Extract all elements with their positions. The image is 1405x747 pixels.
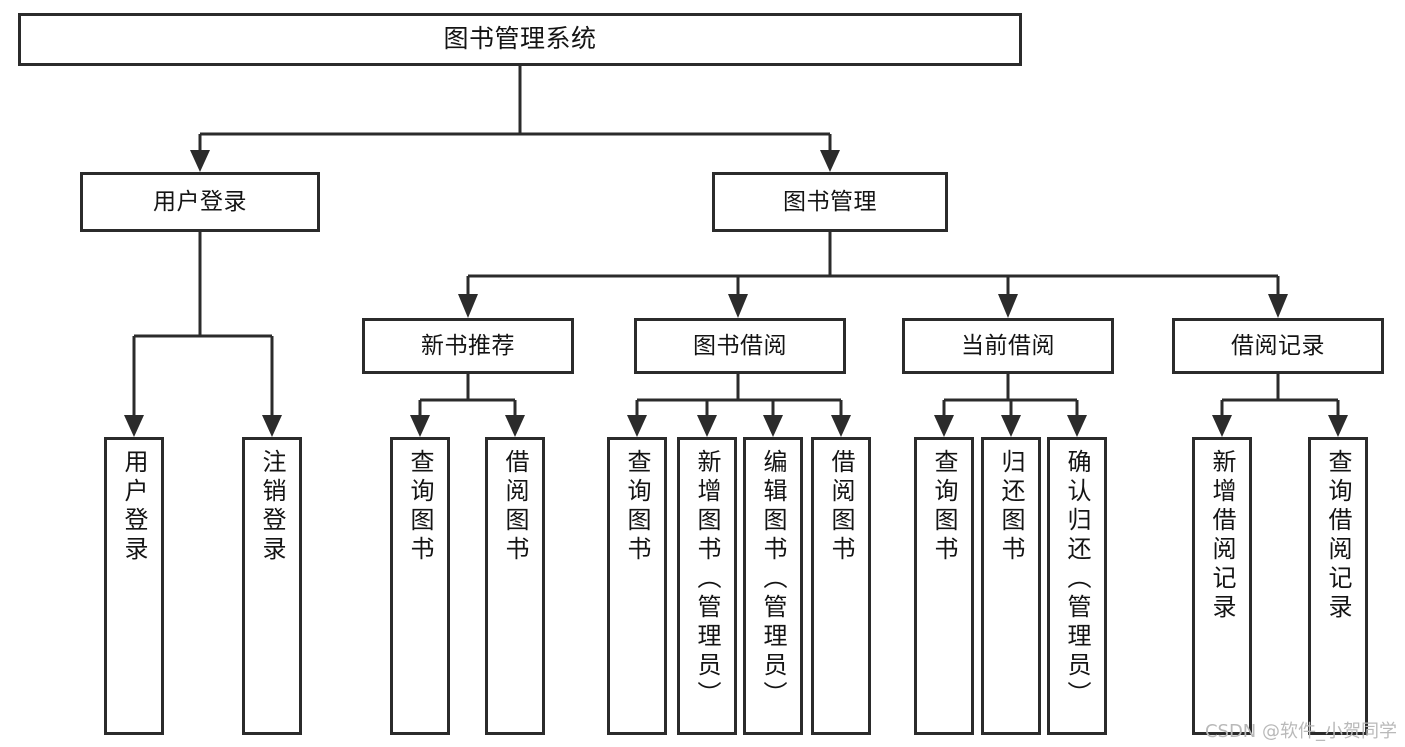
node-label: 借阅记录 [1231, 332, 1325, 359]
node-label: 借阅图书 [501, 449, 529, 565]
watermark-text: CSDN @软件_小贺同学 [1204, 721, 1397, 742]
arrow-newbook-leaf-2 [505, 415, 525, 437]
arrow-userlogin-leaf-1 [124, 415, 144, 437]
leaf-new-book-borrow[interactable]: 借阅图书 [485, 437, 545, 735]
node-label: 图书管理 [783, 188, 877, 215]
arrow-borrow-leaf-4 [831, 415, 851, 437]
leaf-record-add-record[interactable]: 新增借阅记录 [1192, 437, 1252, 735]
arrow-root-to-user-login [190, 150, 210, 172]
arrow-record-leaf-2 [1328, 415, 1348, 437]
leaf-borrow-query-book[interactable]: 查询图书 [607, 437, 667, 735]
node-label: 新增图书（管理员） [693, 449, 721, 710]
node-label: 归还图书 [997, 449, 1025, 565]
arrow-borrow-leaf-1 [627, 415, 647, 437]
node-label: 用户登录 [153, 188, 247, 215]
leaf-current-confirm-return-admin[interactable]: 确认归还（管理员） [1047, 437, 1107, 735]
node-user-login[interactable]: 用户登录 [80, 172, 320, 232]
node-new-book-recommend[interactable]: 新书推荐 [362, 318, 574, 374]
arrow-bookmanage-to-new-book [458, 294, 478, 318]
leaf-borrow-borrow-book[interactable]: 借阅图书 [811, 437, 871, 735]
node-current-borrow[interactable]: 当前借阅 [902, 318, 1114, 374]
arrow-bookmanage-to-current [998, 294, 1018, 318]
node-label: 查询图书 [930, 449, 958, 565]
arrow-root-to-book-manage [820, 150, 840, 172]
leaf-borrow-add-book-admin[interactable]: 新增图书（管理员） [677, 437, 737, 735]
leaf-current-query-book[interactable]: 查询图书 [914, 437, 974, 735]
leaf-user-login-signin[interactable]: 用户登录 [104, 437, 164, 735]
node-label: 新书推荐 [421, 332, 515, 359]
arrow-borrow-leaf-3 [763, 415, 783, 437]
arrow-bookmanage-to-record [1268, 294, 1288, 318]
arrow-borrow-leaf-2 [697, 415, 717, 437]
node-borrow-record[interactable]: 借阅记录 [1172, 318, 1384, 374]
leaf-new-book-query[interactable]: 查询图书 [390, 437, 450, 735]
leaf-current-return-book[interactable]: 归还图书 [981, 437, 1041, 735]
node-label: 查询借阅记录 [1324, 449, 1352, 623]
node-label: 编辑图书（管理员） [759, 449, 787, 710]
node-label: 用户登录 [120, 449, 148, 565]
node-label: 确认归还（管理员） [1063, 449, 1091, 710]
node-label: 当前借阅 [961, 332, 1055, 359]
arrow-record-leaf-1 [1212, 415, 1232, 437]
node-label: 新增借阅记录 [1208, 449, 1236, 623]
leaf-record-query-record[interactable]: 查询借阅记录 [1308, 437, 1368, 735]
node-label: 注销登录 [258, 449, 286, 565]
node-label: 查询图书 [623, 449, 651, 565]
arrow-newbook-leaf-1 [410, 415, 430, 437]
leaf-user-login-signout[interactable]: 注销登录 [242, 437, 302, 735]
node-book-borrow[interactable]: 图书借阅 [634, 318, 846, 374]
node-label: 图书借阅 [693, 332, 787, 359]
arrow-current-leaf-1 [934, 415, 954, 437]
node-label: 查询图书 [406, 449, 434, 565]
arrow-current-leaf-2 [1001, 415, 1021, 437]
arrow-bookmanage-to-borrow [728, 294, 748, 318]
leaf-borrow-edit-book-admin[interactable]: 编辑图书（管理员） [743, 437, 803, 735]
node-book-management[interactable]: 图书管理 [712, 172, 948, 232]
node-root-system[interactable]: 图书管理系统 [18, 13, 1022, 66]
node-label: 借阅图书 [827, 449, 855, 565]
arrow-current-leaf-3 [1067, 415, 1087, 437]
arrow-userlogin-leaf-2 [262, 415, 282, 437]
node-label: 图书管理系统 [443, 24, 597, 54]
